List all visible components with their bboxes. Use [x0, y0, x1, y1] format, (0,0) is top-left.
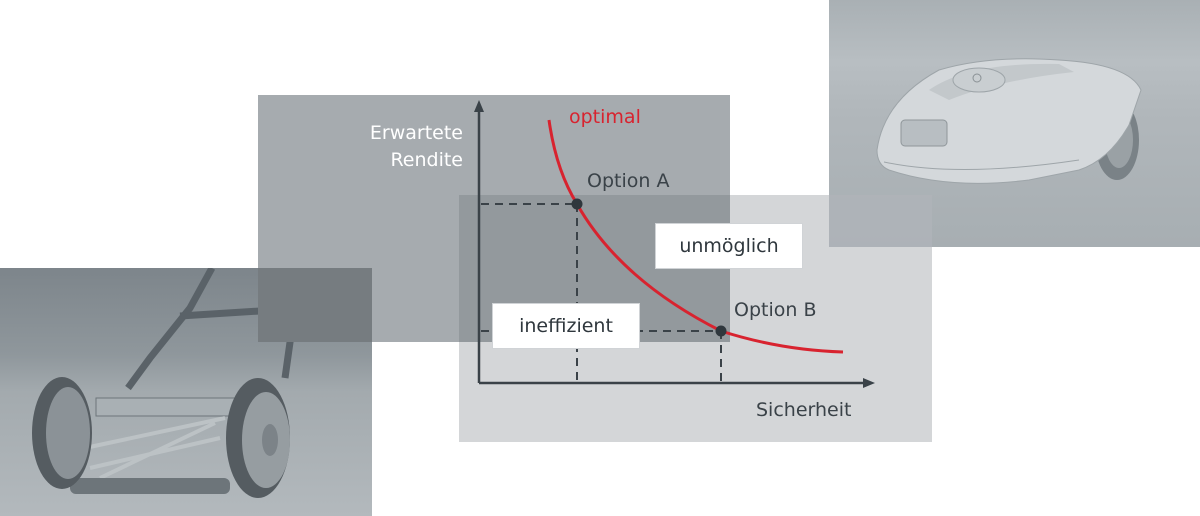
- x-axis-label: Sicherheit: [756, 399, 852, 421]
- photo-overlap-tint-left: [258, 268, 372, 342]
- curve-label: optimal: [569, 106, 641, 128]
- axes: [474, 100, 875, 388]
- y-axis-label-line2: Rendite: [390, 149, 463, 171]
- impossible-region-label: unmöglich: [655, 223, 803, 269]
- option-a-point: [571, 198, 583, 210]
- option-b-label: Option B: [734, 299, 817, 321]
- y-axis-label-line1: Erwartete: [369, 122, 463, 144]
- optimal-curve: [547, 119, 844, 354]
- inefficient-region-label: ineffizient: [492, 303, 640, 349]
- option-b-point: [715, 325, 727, 337]
- x-axis-arrow-icon: [863, 378, 875, 388]
- photo-overlap-tint-right: [829, 195, 932, 247]
- option-a-label: Option A: [587, 170, 670, 192]
- y-axis-arrow-icon: [474, 100, 484, 112]
- y-axis-label: Erwartete Rendite: [330, 120, 463, 174]
